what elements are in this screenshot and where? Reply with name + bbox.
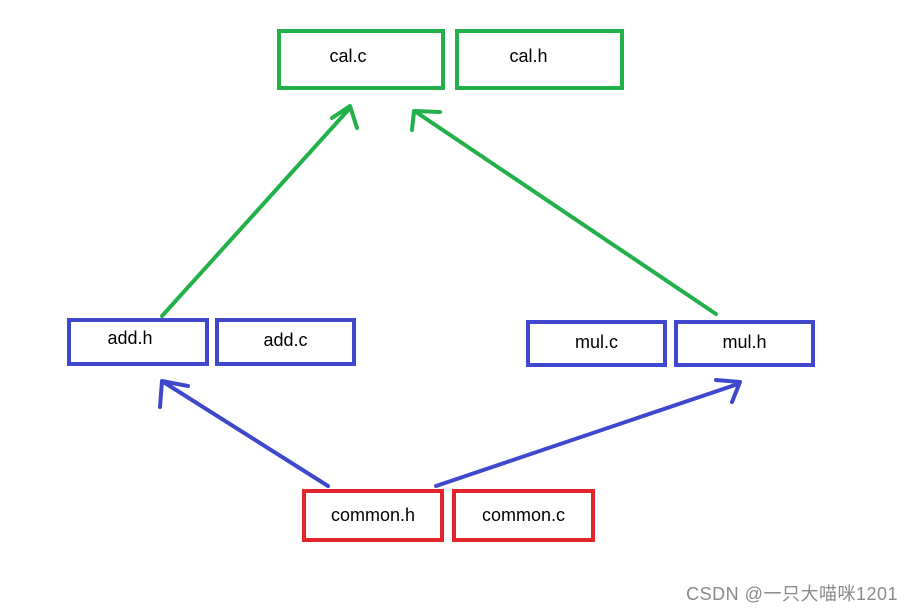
file-label-common-c: common.c — [481, 505, 566, 525]
arrow-mul-to-cal — [410, 109, 718, 316]
arrow-common-to-add — [158, 379, 330, 488]
file-label-mul-h: mul.h — [722, 332, 767, 352]
file-label-cal-h: cal.h — [509, 46, 548, 66]
file-box-common-c: common.c — [452, 489, 595, 542]
file-label-cal-c: cal.c — [329, 46, 367, 66]
file-box-add-h: add.h — [67, 318, 209, 366]
arrow-common-to-mul — [434, 378, 742, 488]
arrow-add-to-cal — [160, 104, 359, 318]
file-box-common-h: common.h — [302, 489, 444, 542]
file-label-add-h: add.h — [107, 327, 153, 348]
file-label-mul-c: mul.c — [574, 332, 618, 352]
file-label-add-c: add.c — [263, 329, 308, 350]
file-box-cal-c: cal.c — [277, 29, 445, 90]
file-box-mul-c: mul.c — [526, 320, 667, 367]
file-box-add-c: add.c — [215, 318, 356, 366]
file-label-common-h: common.h — [330, 505, 416, 525]
file-box-cal-h: cal.h — [455, 29, 624, 90]
watermark-text: CSDN @一只大喵咪1201 — [686, 584, 898, 604]
file-box-mul-h: mul.h — [674, 320, 815, 367]
